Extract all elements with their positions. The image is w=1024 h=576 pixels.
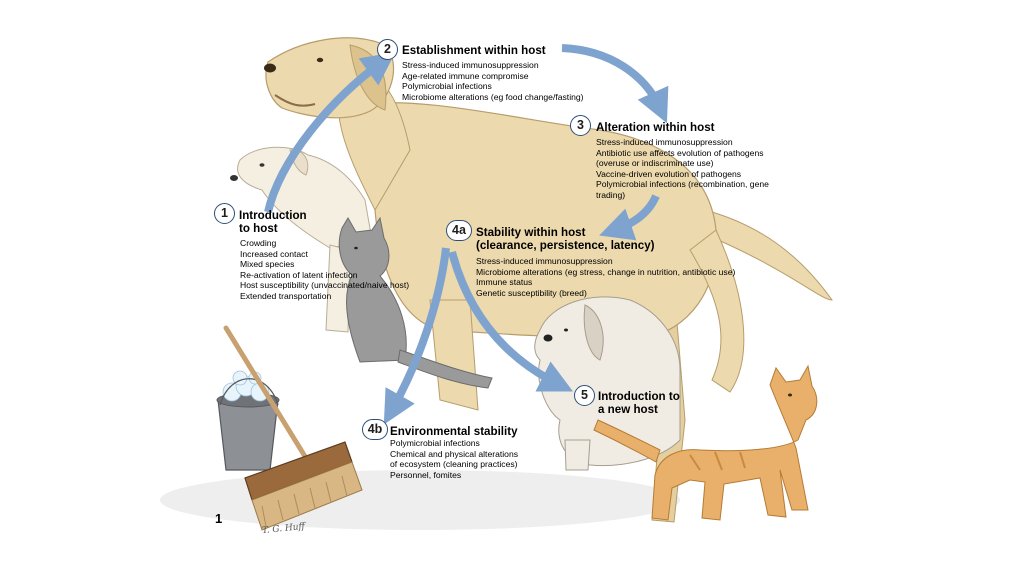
stage-3-factor: Vaccine-driven evolution of pathogens bbox=[596, 168, 742, 179]
stage-3-factor: Antibiotic use affects evolution of path… bbox=[596, 147, 764, 158]
stage-1-factor: Host susceptibility (unvaccinated/naive … bbox=[240, 280, 410, 291]
stage-3-title: Alteration within host bbox=[596, 121, 715, 134]
arrow-2-to-3 bbox=[561, 44, 669, 124]
stage-2-factor: Polymicrobial infections bbox=[402, 81, 492, 92]
stage-3-badge: 3 bbox=[570, 115, 591, 136]
stage-1-factor-list: Crowding Increased contact Mixed species… bbox=[240, 238, 409, 302]
stage-3-factor: Polymicrobial infections (recombination,… bbox=[596, 179, 769, 190]
stage-2-factor: Microbiome alterations (eg food change/f… bbox=[402, 91, 584, 102]
stage-1-factor: Increased contact bbox=[240, 248, 308, 259]
stage-5-title: Introduction to a new host bbox=[598, 390, 680, 416]
stage-4a-factor: Genetic susceptibility (breed) bbox=[476, 287, 587, 298]
stage-5-badge: 5 bbox=[574, 385, 595, 406]
stage-1-badge: 1 bbox=[214, 203, 235, 224]
stage-4b-factor: Personnel, fomites bbox=[390, 469, 462, 480]
shaggy-terrier bbox=[534, 296, 681, 471]
stage-5-title-line: a new host bbox=[598, 403, 658, 416]
stage-3-title-line: Alteration within host bbox=[596, 121, 715, 134]
stage-4a-factor: Microbiome alterations (eg stress, chang… bbox=[476, 266, 736, 277]
stage-4a-factor-list: Stress-induced immunosuppression Microbi… bbox=[476, 256, 735, 298]
stage-4a-title: Stability within host (clearance, persis… bbox=[476, 226, 655, 252]
stage-4b-factor: Chemical and physical alterations bbox=[390, 448, 519, 459]
stage-2-title-line: Establishment within host bbox=[402, 44, 546, 57]
push-broom bbox=[223, 325, 363, 531]
stage-4b-factor: Polymicrobial infections bbox=[390, 438, 480, 448]
stage-1-factor: Mixed species bbox=[240, 259, 295, 270]
stage-1-factor: Extended transportation bbox=[240, 290, 332, 301]
stage-4b-factor: of ecosystem (cleaning practices) bbox=[390, 459, 518, 470]
stage-4a-title-line: Stability within host bbox=[476, 226, 586, 239]
stage-2-title: Establishment within host bbox=[402, 44, 546, 57]
arrow-1-to-2 bbox=[264, 52, 396, 213]
arrow-4a-to-4b bbox=[383, 247, 450, 425]
stage-4a-factor: Stress-induced immunosuppression bbox=[476, 256, 613, 266]
stage-1-title-line: Introduction bbox=[239, 209, 307, 222]
stage-3-factor-list: Stress-induced immunosuppression Antibio… bbox=[596, 137, 769, 201]
stage-4b-title-line: Environmental stability bbox=[390, 425, 518, 438]
stage-3-factor: (overuse or indiscriminate use) bbox=[596, 158, 714, 169]
stage-2-factor: Stress-induced immunosuppression bbox=[402, 60, 539, 70]
figure-number: 1 bbox=[215, 511, 223, 526]
stage-2-badge: 2 bbox=[377, 39, 398, 60]
orange-tabby-cat bbox=[593, 364, 818, 521]
stage-4a-factor: Immune status bbox=[476, 277, 533, 288]
stage-2-factor-list: Stress-induced immunosuppression Age-rel… bbox=[402, 60, 584, 102]
stage-3-factor: Stress-induced immunosuppression bbox=[596, 137, 733, 147]
stage-1-factor: Re-activation of latent infection bbox=[240, 269, 358, 280]
stage-1-title: Introduction to host bbox=[239, 209, 307, 235]
stage-5-title-line: Introduction to bbox=[598, 390, 680, 403]
stage-4b-badge: 4b bbox=[362, 419, 388, 440]
arrow-4a-to-5 bbox=[448, 250, 574, 392]
stage-4a-title-line: (clearance, persistence, latency) bbox=[476, 239, 655, 252]
stage-4a-badge: 4a bbox=[446, 220, 472, 241]
stage-1-title-line: to host bbox=[239, 222, 278, 235]
stage-3-factor: trading) bbox=[596, 189, 626, 200]
stage-1-factor: Crowding bbox=[240, 238, 277, 248]
gray-cat bbox=[338, 216, 493, 389]
stage-2-factor: Age-related immune compromise bbox=[402, 70, 529, 81]
stage-4b-title: Environmental stability bbox=[390, 425, 518, 438]
arrow-3-to-4a bbox=[599, 194, 660, 241]
stage-4b-factor-list: Polymicrobial infections Chemical and ph… bbox=[390, 438, 518, 480]
bucket-with-foam bbox=[216, 370, 280, 471]
